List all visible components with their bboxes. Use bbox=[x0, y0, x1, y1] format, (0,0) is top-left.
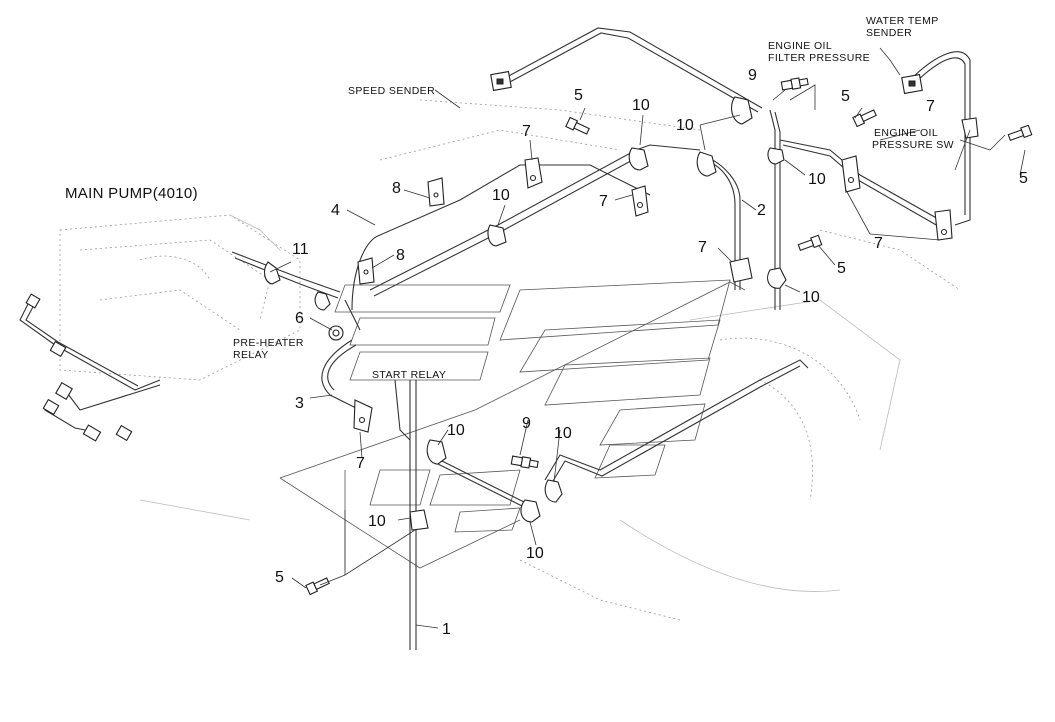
callout-10-lower: 10 bbox=[447, 422, 465, 439]
callout-11: 11 bbox=[292, 241, 309, 258]
callout-3: 3 bbox=[295, 395, 304, 412]
harness-wires bbox=[231, 27, 971, 650]
label-engine-oil-filter-pressure-1: ENGINE OIL bbox=[768, 40, 832, 52]
callout-7-mid: 7 bbox=[599, 193, 608, 210]
bolt-5a bbox=[565, 116, 590, 135]
callout-10-bottom: 10 bbox=[526, 545, 544, 562]
label-engine-oil-filter-pressure-2: FILTER PRESSURE bbox=[768, 52, 870, 64]
label-pre-heater-relay-1: PRE-HEATER bbox=[233, 337, 304, 349]
callout-10-top-right: 10 bbox=[676, 117, 694, 134]
label-pre-heater-relay-2: RELAY bbox=[233, 349, 269, 361]
bolt-5d bbox=[797, 234, 823, 252]
callout-10-lower-right: 10 bbox=[802, 289, 820, 306]
callout-10-top: 10 bbox=[632, 97, 650, 114]
callout-7-top-right: 7 bbox=[926, 98, 935, 115]
callout-2: 2 bbox=[757, 202, 766, 219]
label-engine-oil-pressure-sw-1: ENGINE OIL bbox=[874, 127, 938, 139]
callout-7-right: 7 bbox=[698, 239, 707, 256]
callout-7-lower-left: 7 bbox=[356, 455, 365, 472]
label-main-pump: MAIN PUMP(4010) bbox=[65, 185, 198, 202]
callout-5-right: 5 bbox=[841, 88, 850, 105]
label-start-relay: START RELAY bbox=[372, 369, 446, 381]
bolt-5b bbox=[852, 109, 877, 128]
callout-7-top: 7 bbox=[522, 123, 531, 140]
callout-1: 1 bbox=[442, 621, 451, 638]
callout-8-mid: 8 bbox=[396, 247, 405, 264]
label-speed-sender: SPEED SENDER bbox=[348, 85, 435, 97]
callout-10-lower-mid: 10 bbox=[554, 425, 572, 442]
leader-lines bbox=[269, 47, 1026, 629]
callout-7-far-right: 7 bbox=[874, 235, 883, 252]
callout-6: 6 bbox=[295, 310, 304, 327]
bolt-5c bbox=[1007, 124, 1033, 142]
callout-5-top: 5 bbox=[574, 87, 583, 104]
bolt-5e bbox=[305, 577, 330, 596]
callout-9-bottom: 9 bbox=[522, 415, 531, 432]
callout-5-bottom: 5 bbox=[275, 569, 284, 586]
main-pump-fittings bbox=[19, 293, 161, 442]
bolts-and-sensors bbox=[305, 77, 1033, 596]
label-water-temp-sender-2: SENDER bbox=[866, 27, 912, 39]
sensor-9a bbox=[780, 77, 809, 91]
tray-outline-shapes bbox=[279, 279, 746, 570]
clamps bbox=[263, 96, 979, 531]
callout-9-top: 9 bbox=[748, 67, 757, 84]
text-labels: MAIN PUMP(4010) SPEED SENDER ENGINE OIL … bbox=[65, 15, 954, 381]
callout-numbers: 1 2 3 4 5 5 5 5 5 6 7 7 7 7 7 7 8 8 9 9 … bbox=[275, 67, 1028, 638]
callout-8-top: 8 bbox=[392, 180, 401, 197]
label-engine-oil-pressure-sw-2: PRESSURE SW bbox=[872, 139, 954, 151]
callout-5-far-right: 5 bbox=[1019, 170, 1028, 187]
callout-10-bottom-left: 10 bbox=[368, 513, 386, 530]
callout-4: 4 bbox=[331, 202, 340, 219]
callout-10-right: 10 bbox=[808, 171, 826, 188]
callout-5-mid: 5 bbox=[837, 260, 846, 277]
sensor-9b bbox=[510, 455, 539, 469]
label-water-temp-sender-1: WATER TEMP bbox=[866, 15, 939, 27]
callout-10-mid: 10 bbox=[492, 187, 510, 204]
